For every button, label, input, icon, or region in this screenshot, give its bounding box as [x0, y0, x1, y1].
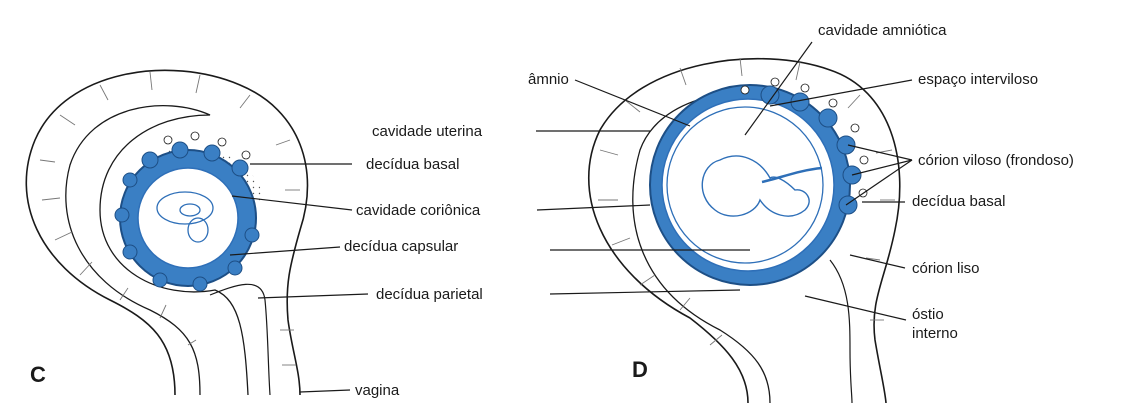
panel-letter-d: D	[632, 357, 648, 383]
label-vagina: vagina	[355, 383, 399, 399]
label-corion-liso: córion liso	[912, 261, 980, 277]
panel-c-uterus	[26, 70, 368, 395]
label-decidua-basal-d: decídua basal	[912, 194, 1005, 210]
label-corion-viloso: córion viloso (frondoso)	[918, 153, 1074, 169]
label-amnio: âmnio	[528, 72, 569, 88]
label-decidua-basal-c: decídua basal	[366, 157, 459, 173]
label-decidua-parietal: decídua parietal	[376, 287, 483, 303]
label-espaco-interviloso: espaço interviloso	[918, 72, 1038, 88]
label-cavidade-uterina: cavidade uterina	[372, 124, 482, 140]
label-cavidade-corionica: cavidade coriônica	[356, 203, 480, 219]
leader-lines-c	[230, 164, 368, 392]
label-ostio-interno: óstio interno	[912, 305, 958, 343]
label-decidua-capsular: decídua capsular	[344, 239, 458, 255]
panel-d-uterus	[536, 42, 912, 403]
decidua-parietal-c	[210, 284, 270, 395]
chorionic-cavity-c	[138, 168, 238, 268]
panel-letter-c: C	[30, 362, 46, 388]
decidua-parietal-d	[830, 260, 852, 403]
label-cavidade-amniotica: cavidade amniótica	[818, 23, 946, 39]
amniotic-cavity-d	[667, 107, 823, 263]
